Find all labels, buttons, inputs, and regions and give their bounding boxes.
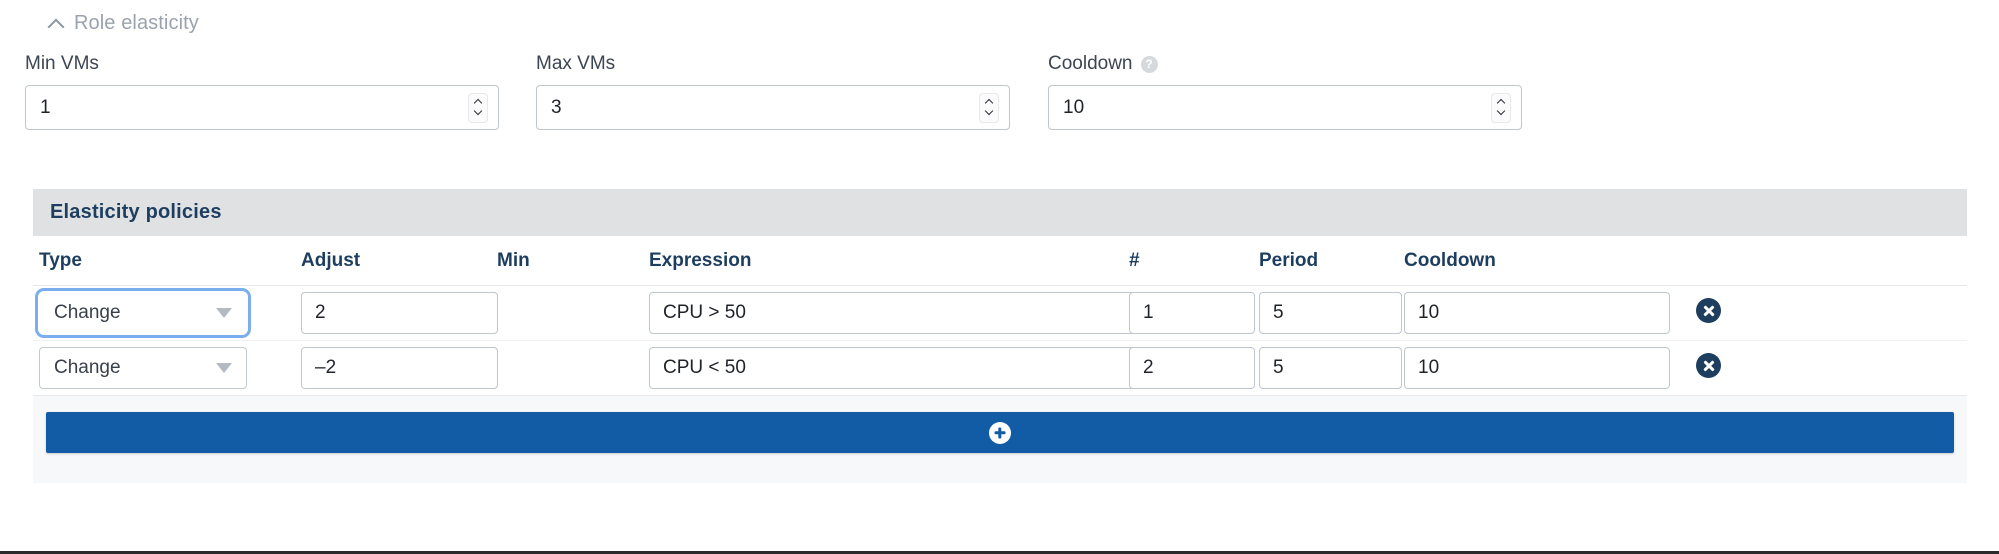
policy-adjust-value: 2 [315,302,326,323]
max-vms-stepper[interactable] [979,92,999,123]
policy-adjust-value: –2 [315,357,337,378]
policy-period-input[interactable]: 5 [1259,347,1402,389]
close-circle-icon[interactable] [1696,353,1721,378]
cell-cooldown: 10 [1404,285,1674,341]
column-header-cooldown: Cooldown [1404,236,1674,286]
add-policy-button[interactable] [46,412,1954,453]
max-vms-value: 3 [551,96,562,118]
cell-period: 5 [1259,340,1404,396]
chevron-up-icon[interactable] [475,99,482,106]
policy-count-value: 1 [1143,302,1154,323]
question-mark-icon[interactable]: ? [1140,55,1158,73]
max-vms-input[interactable]: 3 [536,85,1010,130]
policy-type-value: Change [54,302,121,323]
chevron-down-icon[interactable] [216,363,232,373]
policy-period-value: 5 [1273,302,1284,323]
panel-title: Elasticity policies [50,201,222,223]
elasticity-policies-header: Elasticity policies [33,189,1967,236]
cell-type: Change [33,285,301,341]
chevron-down-icon[interactable] [475,109,482,116]
policy-type-value: Change [54,357,121,378]
cell-expression: CPU > 50 [649,285,1195,341]
policy-type-select[interactable]: Change [39,347,247,389]
elasticity-policies-table: Type Adjust Min Expression # Period Cool… [33,236,1967,396]
max-vms-label-text: Max VMs [536,53,616,74]
field-cooldown: Cooldown ? 10 [1048,52,1522,130]
column-header-period: Period [1259,236,1404,286]
policy-count-value: 2 [1143,357,1154,378]
cell-cooldown: 10 [1404,340,1674,396]
min-vms-stepper[interactable] [468,92,488,123]
policy-cooldown-input[interactable]: 10 [1404,292,1670,334]
cooldown-label: Cooldown ? [1048,52,1522,76]
cooldown-input[interactable]: 10 [1048,85,1522,130]
elasticity-fields-row: Min VMs 1 Max VMs 3 [0,52,1999,132]
chevron-up-icon[interactable] [1498,99,1505,106]
chevron-down-icon[interactable] [986,109,993,116]
column-header-min: Min [497,236,649,286]
section-title: Role elasticity [74,11,199,34]
close-circle-icon[interactable] [1696,298,1721,323]
cell-min [497,285,649,341]
policy-cooldown-input[interactable]: 10 [1404,347,1670,389]
field-max-vms: Max VMs 3 [536,52,1010,130]
min-vms-label: Min VMs [25,52,499,76]
cell-adjust: 2 [301,285,498,341]
policy-type-select[interactable]: Change [35,288,251,338]
cell-min [497,340,649,396]
policy-expression-input[interactable]: CPU < 50 [649,347,1195,389]
policy-adjust-input[interactable]: –2 [301,347,498,389]
cell-expression: CPU < 50 [649,340,1195,396]
max-vms-label: Max VMs [536,52,1010,76]
min-vms-label-text: Min VMs [25,53,99,74]
table-header-row: Type Adjust Min Expression # Period Cool… [33,236,1967,286]
min-vms-value: 1 [40,96,51,118]
table-row: Change 2 CPU > 50 [33,285,1967,341]
cell-period: 5 [1259,285,1404,341]
cell-count: 1 [1129,285,1259,341]
min-vms-input[interactable]: 1 [25,85,499,130]
policies-footer [33,396,1967,483]
policy-cooldown-value: 10 [1418,302,1440,323]
policy-count-input[interactable]: 1 [1129,292,1255,334]
plus-circle-icon [989,421,1011,444]
table-row: Change –2 CPU < 50 [33,340,1967,396]
elasticity-policies-panel: Elasticity policies Type Adjust Min Expr… [33,189,1967,483]
cell-type: Change [33,340,301,396]
policy-cooldown-value: 10 [1418,357,1440,378]
cell-actions [1674,285,1967,341]
policy-count-input[interactable]: 2 [1129,347,1255,389]
section-header-role-elasticity[interactable]: Role elasticity [48,10,199,36]
policy-adjust-input[interactable]: 2 [301,292,498,334]
cell-actions [1674,340,1967,396]
policy-expression-value: CPU > 50 [663,302,746,323]
cell-adjust: –2 [301,340,498,396]
field-min-vms: Min VMs 1 [25,52,499,130]
column-header-adjust: Adjust [301,236,497,286]
chevron-down-icon[interactable] [216,308,232,318]
chevron-up-icon[interactable] [986,99,993,106]
column-header-count: # [1129,236,1259,286]
chevron-up-icon[interactable] [48,15,65,32]
policy-expression-value: CPU < 50 [663,357,746,378]
column-header-type: Type [33,236,301,286]
cooldown-label-text: Cooldown [1048,53,1133,74]
chevron-down-icon[interactable] [1498,109,1505,116]
policy-period-input[interactable]: 5 [1259,292,1402,334]
column-header-expression: Expression [649,236,1129,286]
cooldown-stepper[interactable] [1491,92,1511,123]
policy-expression-input[interactable]: CPU > 50 [649,292,1195,334]
cell-count: 2 [1129,340,1259,396]
policy-period-value: 5 [1273,357,1284,378]
cooldown-value: 10 [1063,96,1085,118]
column-header-actions [1674,236,1967,286]
